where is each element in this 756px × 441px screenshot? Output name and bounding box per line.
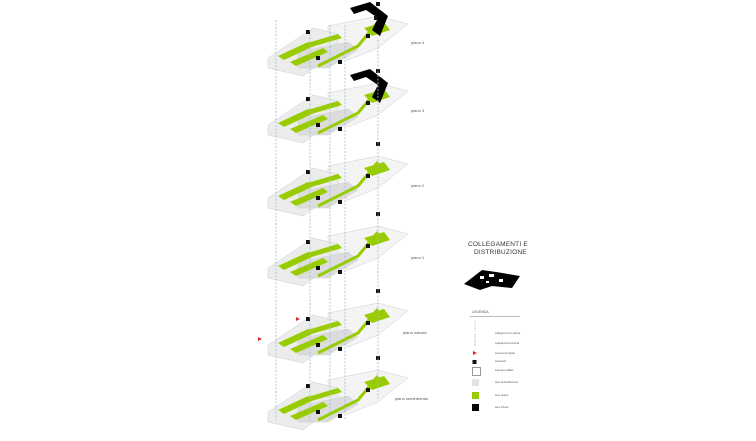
elevator-marker	[306, 240, 310, 244]
legend-item-main-access: accessi principali	[495, 352, 515, 355]
elevator-marker	[338, 200, 342, 204]
elevator-marker	[366, 174, 370, 178]
open-area	[304, 174, 342, 188]
closed-area	[350, 69, 388, 103]
open-area	[278, 329, 314, 347]
open-area	[304, 321, 342, 335]
legend-swatch-closed	[472, 404, 479, 411]
open-area	[290, 48, 328, 66]
legend-item-entrance: ingresso edificio	[495, 369, 514, 372]
elevator-marker	[376, 356, 380, 360]
open-area	[278, 182, 314, 200]
elevator-marker	[306, 30, 310, 34]
elevator-marker	[366, 34, 370, 38]
distribution-path	[317, 308, 380, 355]
legend-item-closed-areas: aree chiuse	[495, 406, 509, 409]
elevator-marker	[316, 343, 320, 347]
floor-slab-core	[297, 251, 359, 279]
diagram-title: COLLEGAMENTI E DISTRIBUZIONE	[468, 241, 528, 257]
open-area	[290, 335, 328, 353]
elevator-marker	[316, 56, 320, 60]
open-area	[278, 396, 314, 414]
legend-item-elevators: ascensori	[495, 360, 507, 363]
legend-item-open-areas: aree aperte	[495, 394, 509, 397]
elevator-marker	[366, 101, 370, 105]
distribution-path	[317, 21, 380, 68]
building-key-plan	[464, 270, 520, 290]
floor-label-2: piano 2	[411, 183, 425, 188]
elevator-marker	[316, 123, 320, 127]
title-line-1: COLLEGAMENTI E	[468, 241, 528, 248]
legend-item-distribution: aree di distribuzione	[495, 381, 519, 384]
elevator-marker	[306, 384, 310, 388]
elevator-marker	[376, 289, 380, 293]
elevator-marker	[338, 347, 342, 351]
elevator-marker	[338, 127, 342, 131]
open-area	[290, 402, 328, 420]
floor-label-4: piano 4	[411, 40, 425, 45]
floor-slab-core	[297, 395, 359, 423]
floor-label-1: piano 1	[411, 255, 425, 260]
elevator-marker	[316, 196, 320, 200]
floor-label-ground: piano rialzato	[403, 330, 427, 335]
legend-swatch-distribution	[472, 379, 479, 386]
elevator-marker	[376, 2, 380, 6]
elevator-marker	[366, 244, 370, 248]
distribution-path	[317, 88, 380, 135]
legend-divider	[470, 316, 520, 317]
elevator-marker	[366, 321, 370, 325]
elevator-marker	[376, 142, 380, 146]
closed-area	[350, 2, 388, 36]
title-line-2: DISTRIBUZIONE	[474, 249, 527, 256]
legend-symbol-elevator	[472, 360, 477, 364]
open-area	[290, 258, 328, 276]
open-area	[304, 388, 342, 402]
elevator-marker	[376, 212, 380, 216]
legend-heading: LEGENDA	[472, 310, 489, 314]
elevator-marker	[376, 69, 380, 73]
floor-label-basement: piano seminterrato	[395, 396, 429, 401]
open-area	[278, 109, 314, 127]
open-area	[304, 34, 342, 48]
access-marker	[296, 317, 300, 321]
elevator-marker	[316, 266, 320, 270]
floor-slab-core	[297, 41, 359, 69]
elevator-marker	[374, 16, 378, 20]
distribution-path	[317, 375, 380, 422]
distribution-path	[317, 161, 380, 208]
elevator-marker	[338, 270, 342, 274]
open-area	[290, 188, 328, 206]
open-area	[278, 252, 314, 270]
access-marker	[258, 337, 262, 341]
elevator-marker	[316, 410, 320, 414]
elevator-marker	[306, 170, 310, 174]
elevator-marker	[306, 317, 310, 321]
elevator-marker	[338, 60, 342, 64]
open-area	[304, 244, 342, 258]
open-area	[290, 115, 328, 133]
distribution-path	[317, 231, 380, 278]
legend-item-planar-links: collegamenti in pianta	[495, 332, 521, 335]
legend-symbols	[472, 320, 477, 364]
floor-slab-core	[297, 328, 359, 356]
open-area	[278, 42, 314, 60]
legend-item-vertical-links: collegamenti verticali	[495, 342, 520, 345]
floor-slab-core	[297, 181, 359, 209]
elevator-marker	[306, 97, 310, 101]
open-area	[304, 101, 342, 115]
legend-swatch-entrance	[472, 367, 481, 376]
floor-label-3: piano 3	[411, 108, 425, 113]
legend-swatch-open	[472, 392, 479, 399]
legend-symbol-access	[473, 351, 477, 355]
floor-slab-core	[297, 108, 359, 136]
elevator-marker	[366, 388, 370, 392]
elevator-marker	[338, 414, 342, 418]
